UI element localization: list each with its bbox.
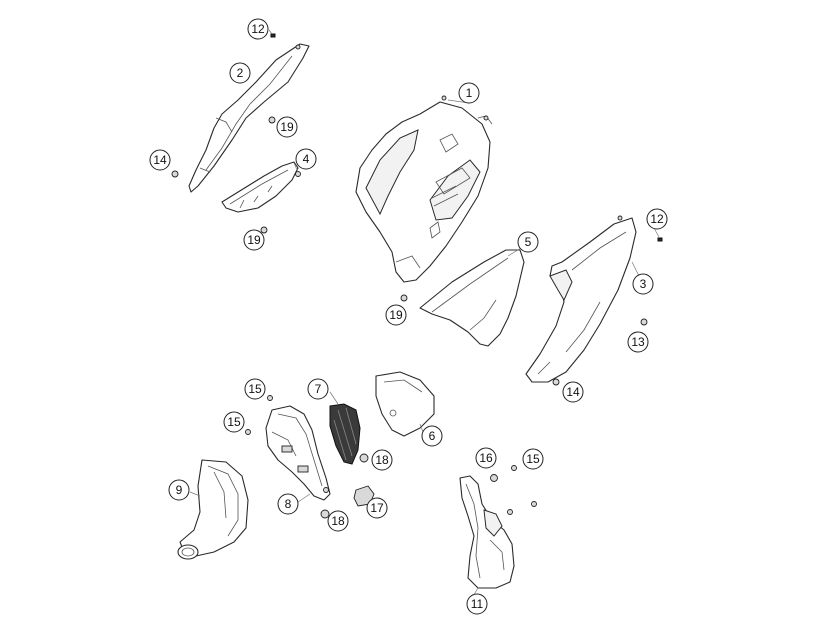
part-4-lower-left-cover [221, 161, 301, 213]
callout-1: 1 [458, 82, 480, 104]
callout-15-mid: 15 [223, 411, 245, 433]
callout-label: 5 [525, 235, 532, 249]
callout-15-right: 15 [522, 448, 544, 470]
callout-label: 4 [303, 152, 310, 166]
callout-18-lower: 18 [327, 510, 349, 532]
callout-label: 14 [566, 385, 580, 399]
hardware-fasteners [171, 33, 663, 519]
callout-label: 14 [153, 153, 167, 167]
callout-18-upper: 18 [371, 449, 393, 471]
callout-15-top: 15 [244, 378, 266, 400]
callout-label: 18 [331, 514, 345, 528]
part-1-airbox-housing [355, 95, 493, 283]
callout-4: 4 [295, 148, 317, 170]
callout-14-right: 14 [562, 381, 584, 403]
callout-3: 3 [632, 273, 654, 295]
callout-6: 6 [421, 425, 443, 447]
callout-label: 8 [285, 497, 292, 511]
callout-19-upper: 19 [276, 116, 298, 138]
part-6-filter-cover [375, 371, 435, 437]
callout-label: 6 [429, 429, 436, 443]
callout-label: 19 [280, 120, 294, 134]
callout-label: 3 [640, 277, 647, 291]
callout-label: 9 [176, 483, 183, 497]
part-9-intake-boot [177, 459, 249, 560]
callout-label: 16 [479, 451, 493, 465]
callout-label: 15 [526, 452, 540, 466]
callout-7: 7 [307, 378, 329, 400]
callout-8: 8 [277, 493, 299, 515]
callout-19-lower-left: 19 [243, 229, 265, 251]
callout-label: 17 [370, 501, 384, 515]
part-8-airbox-bracket [265, 405, 331, 501]
callout-label: 18 [375, 453, 389, 467]
callout-label: 13 [631, 335, 645, 349]
callout-16: 16 [475, 447, 497, 469]
part-5-middle-side-panel [419, 249, 525, 347]
callout-14-left: 14 [149, 149, 171, 171]
callout-5: 5 [517, 231, 539, 253]
part-7-mesh-filter [329, 403, 361, 465]
callout-label: 12 [650, 212, 664, 226]
callout-label: 12 [251, 22, 265, 36]
callout-2: 2 [229, 62, 251, 84]
part-11-rear-mudguard [459, 475, 515, 589]
callout-label: 1 [466, 86, 473, 100]
callout-label: 15 [227, 415, 241, 429]
callout-13: 13 [627, 331, 649, 353]
callout-label: 19 [389, 308, 403, 322]
callout-11: 11 [466, 593, 488, 615]
part-3-right-side-panel [525, 215, 637, 383]
callout-12-right: 12 [646, 208, 668, 230]
part-2-side-panel-upper-left [188, 43, 310, 193]
callout-12-top: 12 [247, 18, 269, 40]
callout-label: 2 [237, 66, 244, 80]
callout-19-center: 19 [385, 304, 407, 326]
callout-9: 9 [168, 479, 190, 501]
callout-label: 19 [247, 233, 261, 247]
callout-label: 11 [471, 597, 484, 611]
callout-17: 17 [366, 497, 388, 519]
callout-label: 7 [315, 382, 322, 396]
callout-label: 15 [248, 382, 262, 396]
